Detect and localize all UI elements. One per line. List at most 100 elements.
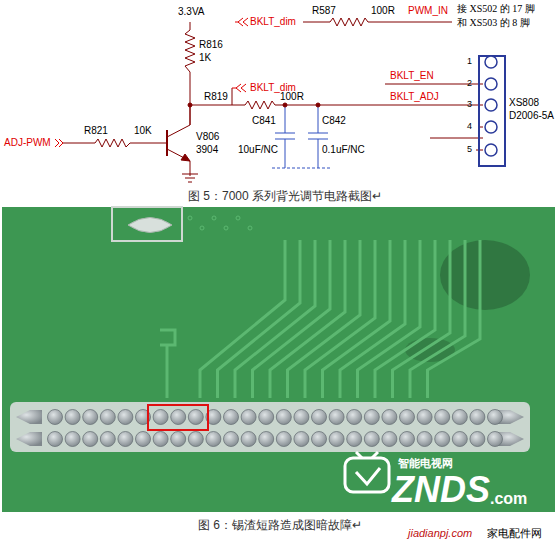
resistor-symbol (185, 30, 195, 72)
connector-pin (485, 99, 497, 111)
highlight-box (148, 405, 208, 430)
pad (100, 410, 115, 425)
silkscreen-mark (128, 218, 172, 233)
pad (259, 410, 274, 425)
label: 3 (467, 99, 472, 110)
net-arrow (232, 84, 246, 92)
transistor-arrow (181, 154, 190, 161)
pad (382, 410, 397, 425)
label: 0.1uF/NC (322, 144, 365, 156)
pad (188, 410, 203, 425)
pad (224, 432, 239, 447)
label: 图 5：7000 系列背光调节电路截图↵ (188, 189, 382, 203)
trace (393, 240, 451, 398)
pad (171, 410, 186, 425)
via (248, 226, 252, 230)
label: 3904 (196, 144, 218, 156)
label: 100R (371, 5, 395, 17)
resistor-symbol (245, 101, 275, 109)
connector-pads (16, 410, 524, 447)
label: .com (490, 489, 527, 508)
wire (63, 143, 167, 144)
label: 接 XS502 的 17 脚 (457, 3, 535, 15)
connector-outline (478, 55, 506, 167)
label: 和 XS503 的 8 脚 (457, 17, 530, 29)
via (212, 216, 216, 220)
pcb-stain (440, 240, 530, 310)
pad (188, 432, 203, 447)
pad (435, 410, 450, 425)
pad (259, 432, 274, 447)
pad (470, 410, 485, 425)
label: 100R (280, 91, 304, 103)
pad (294, 410, 309, 425)
pad (48, 410, 63, 425)
part-label: XS808 (509, 97, 539, 109)
pad (276, 432, 291, 447)
label: 1K (199, 52, 211, 64)
junction-dot (188, 103, 192, 107)
pcb-board (2, 207, 555, 512)
connector-pin (485, 56, 497, 68)
wire (190, 22, 483, 125)
pad (347, 410, 362, 425)
pad (118, 432, 133, 447)
trace (235, 240, 315, 398)
trace (270, 240, 345, 398)
pad (488, 410, 503, 425)
label: ADJ-PWM (4, 137, 51, 149)
pad (435, 432, 450, 447)
pcb-photo (2, 207, 555, 512)
pad (100, 432, 115, 447)
connector-body (479, 56, 505, 166)
pad (382, 432, 397, 447)
pad (206, 432, 221, 447)
label: ZNDS (392, 468, 490, 511)
transistor-symbol (167, 105, 198, 182)
via (224, 226, 228, 230)
label: 10K (134, 125, 152, 137)
pad (276, 410, 291, 425)
junction-dot (316, 103, 320, 107)
wire (303, 22, 452, 23)
pad (417, 432, 432, 447)
pad (83, 410, 98, 425)
pad (312, 410, 327, 425)
pad (224, 410, 239, 425)
pad (452, 410, 467, 425)
watermark-logo (345, 452, 389, 492)
pad (65, 410, 80, 425)
trace (200, 240, 285, 398)
label: R819 (204, 91, 228, 103)
pad (417, 410, 432, 425)
via (200, 226, 204, 230)
label: 图 6：锡渣短路造成图暗故障↵ (198, 518, 362, 532)
ground-line (272, 168, 332, 169)
connector: XS808D2006-5A (478, 55, 557, 169)
pad (153, 410, 168, 425)
pad (347, 432, 362, 447)
label: R587 (312, 5, 336, 17)
label: 5 (467, 144, 472, 155)
label: 4 (467, 121, 472, 132)
label: BKLT_EN (390, 70, 434, 82)
pad (329, 410, 344, 425)
resistor-symbol (95, 139, 130, 147)
pad (488, 432, 503, 447)
resistor-symbol (330, 18, 368, 26)
label: jiadianpj.com (408, 527, 472, 540)
pad (241, 410, 256, 425)
trace (160, 330, 175, 398)
pad (48, 432, 63, 447)
pad (400, 410, 415, 425)
label: BKLT_dim (250, 16, 296, 28)
pad (470, 432, 485, 447)
end-pad (16, 410, 42, 424)
trace (253, 240, 331, 398)
connector-pin (485, 121, 497, 133)
pad (241, 432, 256, 447)
pcb-traces (160, 216, 480, 398)
end-pad (16, 432, 42, 446)
